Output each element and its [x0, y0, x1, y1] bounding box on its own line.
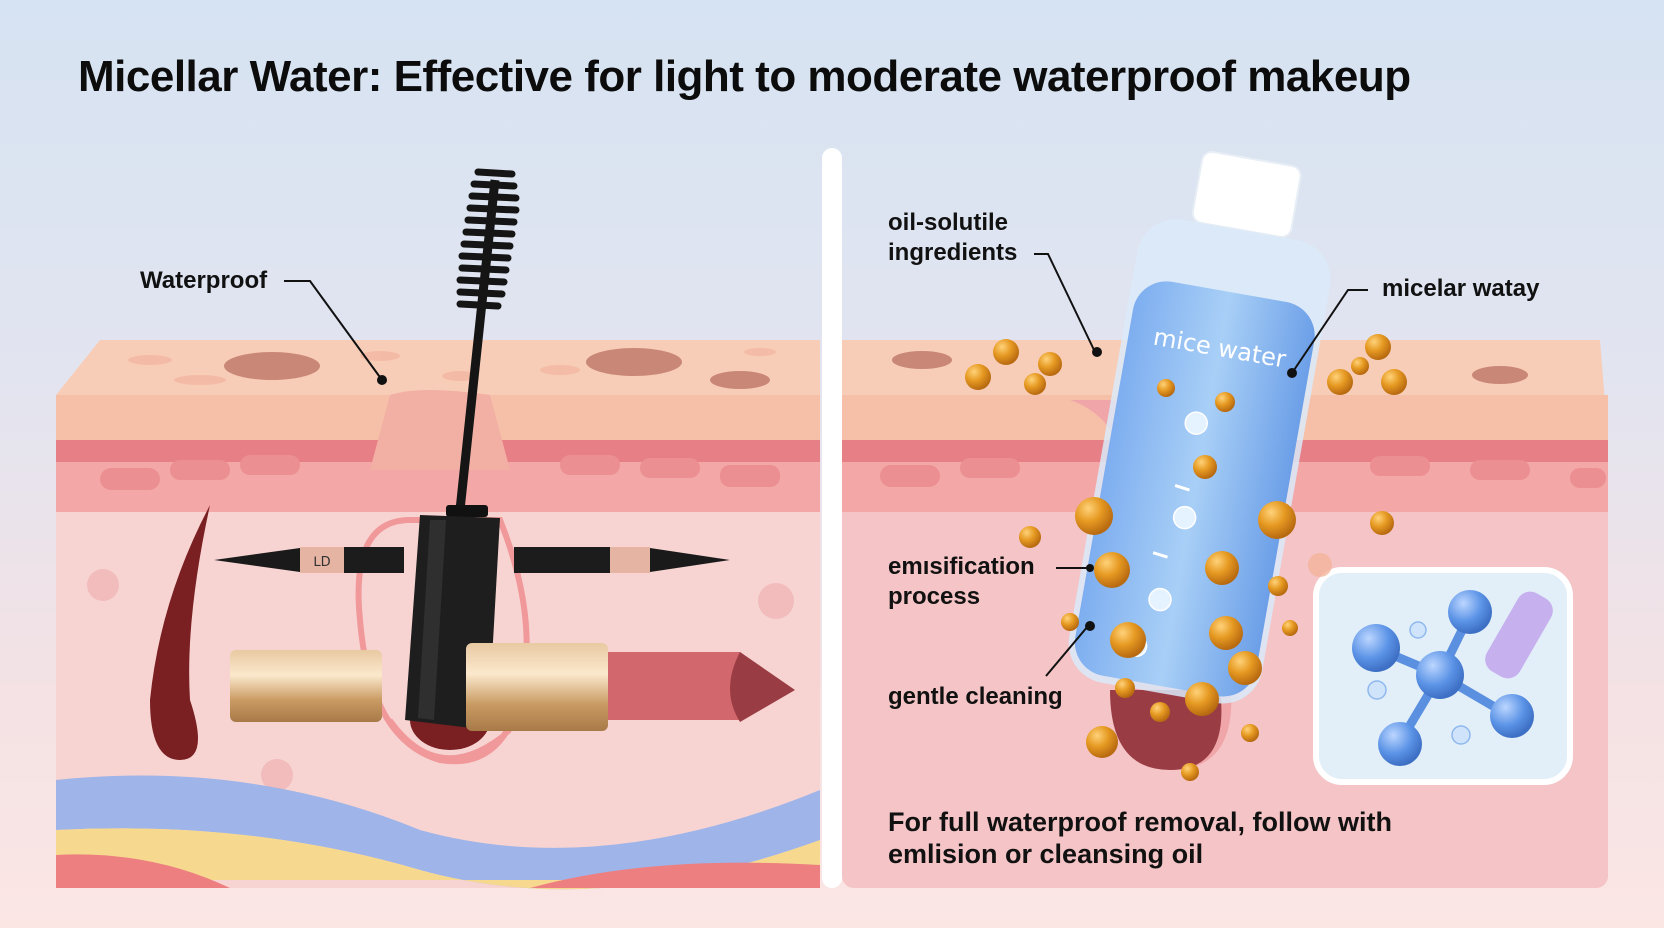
oil-soluble-label: oil-solutile ingredients — [888, 209, 1018, 266]
waterproof-label: Waterproof — [140, 267, 268, 294]
oil-droplets — [965, 334, 1407, 781]
panel-divider — [822, 148, 842, 888]
page-title: Micellar Water: Effective for light to m… — [78, 52, 1411, 101]
micellar-water-pointer — [1291, 289, 1368, 374]
lipstick-icon — [230, 643, 795, 731]
removal-note: For full waterproof removal, follow with… — [888, 807, 1393, 869]
svg-text:ꓡD: ꓡD — [313, 555, 330, 570]
gentle-cleaning-label: gentle cleaning — [888, 683, 1063, 710]
oil-soluble-pointer — [1034, 253, 1096, 353]
gentle-cleaning-pointer — [1045, 625, 1089, 677]
micellar-water-label: micelar watay — [1382, 275, 1540, 302]
molecule-icon — [1352, 590, 1553, 766]
eyeliner-pencil-icon: ꓡD — [214, 547, 730, 573]
emulsification-label: emısification process — [888, 553, 1035, 610]
waterproof-pointer — [284, 280, 383, 381]
